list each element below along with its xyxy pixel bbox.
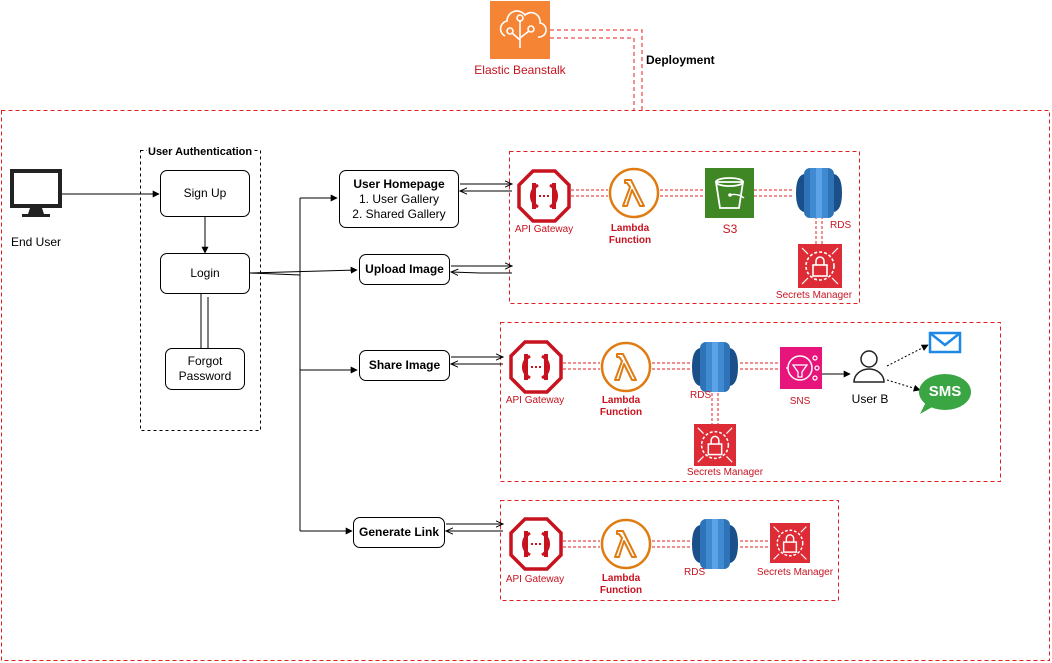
user-gallery-item: 1. User Gallery [358, 191, 440, 206]
secrets-manager-icon [694, 424, 736, 466]
email-envelope-icon [928, 331, 962, 354]
sms-bubble-icon [919, 374, 971, 414]
deployment-region [1, 110, 1050, 661]
lambda-label-line2: Function [599, 407, 643, 418]
elastic-beanstalk-label: Elastic Beanstalk [474, 63, 566, 77]
generate-link-node[interactable]: Generate Link [353, 517, 445, 548]
sign-up-button[interactable]: Sign Up [160, 170, 250, 217]
forgot-password-line2: Password [178, 369, 232, 383]
login-button[interactable]: Login [160, 253, 250, 294]
s3-label: S3 [722, 222, 738, 236]
s3-bucket-icon [705, 168, 754, 218]
shared-gallery-item: 2. Shared Gallery [352, 206, 446, 221]
rds-label: RDS [684, 567, 706, 578]
secrets-manager-label: Secrets Manager [756, 567, 834, 578]
sns-icon [780, 347, 822, 389]
sign-up-label: Sign Up [183, 186, 227, 200]
rds-label: RDS [690, 390, 712, 401]
secrets-manager-icon [770, 523, 810, 563]
generate-link-label: Generate Link [358, 525, 440, 539]
userb-to-email-arrow [886, 344, 929, 367]
api-gateway-icon [509, 517, 563, 571]
rds-database-icon [692, 342, 738, 392]
login-to-upload-arrow [249, 266, 358, 274]
lambda-label-line1: Lambda [601, 573, 641, 584]
upload-api-connector-back [451, 272, 512, 273]
secrets-manager-icon [798, 244, 842, 288]
user-homepage-title: User Homepage [353, 176, 445, 191]
deployment-label: Deployment [646, 53, 715, 67]
lambda-label-line2: Function [608, 235, 652, 246]
generate-link-services-group [500, 500, 839, 601]
lambda-label-line2: Function [599, 585, 643, 596]
secrets-manager-label: Secrets Manager [775, 290, 853, 301]
api-gateway-label: API Gateway [505, 574, 565, 585]
sms-label: SMS [928, 383, 962, 400]
api-gateway-icon [509, 340, 563, 394]
forgot-password-line1: Forgot [187, 354, 223, 368]
login-branch-line [249, 272, 301, 276]
user-b-label: User B [851, 392, 889, 406]
secrets-manager-label: Secrets Manager [686, 467, 764, 478]
homepage-upload-services-group [509, 151, 860, 304]
deployment-connector [550, 29, 643, 110]
share-image-node[interactable]: Share Image [359, 350, 450, 381]
lambda-icon [600, 341, 652, 393]
rds-label: RDS [830, 220, 852, 231]
lambda-icon [600, 518, 652, 570]
desktop-monitor-icon [10, 169, 62, 217]
end-user-label: End User [10, 235, 62, 249]
lambda-label-line1: Lambda [610, 223, 650, 234]
lambda-label-line1: Lambda [601, 395, 641, 406]
api-gateway-label: API Gateway [505, 395, 565, 406]
forgot-password-button[interactable]: Forgot Password [165, 348, 245, 390]
upload-image-node[interactable]: Upload Image [359, 254, 450, 285]
userb-to-sms-arrow [886, 379, 921, 392]
rds-database-icon [796, 168, 842, 218]
user-homepage-node[interactable]: User Homepage 1. User Gallery 2. Shared … [339, 170, 459, 228]
lambda-icon [608, 167, 660, 219]
rds-database-icon [692, 519, 738, 569]
sns-label: SNS [789, 396, 811, 407]
api-gateway-icon [517, 169, 571, 223]
elastic-beanstalk-icon [490, 1, 550, 59]
share-image-label: Share Image [368, 358, 441, 372]
user-authentication-title: User Authentication [147, 146, 254, 159]
login-label: Login [190, 266, 220, 280]
api-gateway-label: API Gateway [514, 224, 574, 235]
upload-image-label: Upload Image [365, 262, 444, 276]
user-b-icon [853, 350, 885, 383]
